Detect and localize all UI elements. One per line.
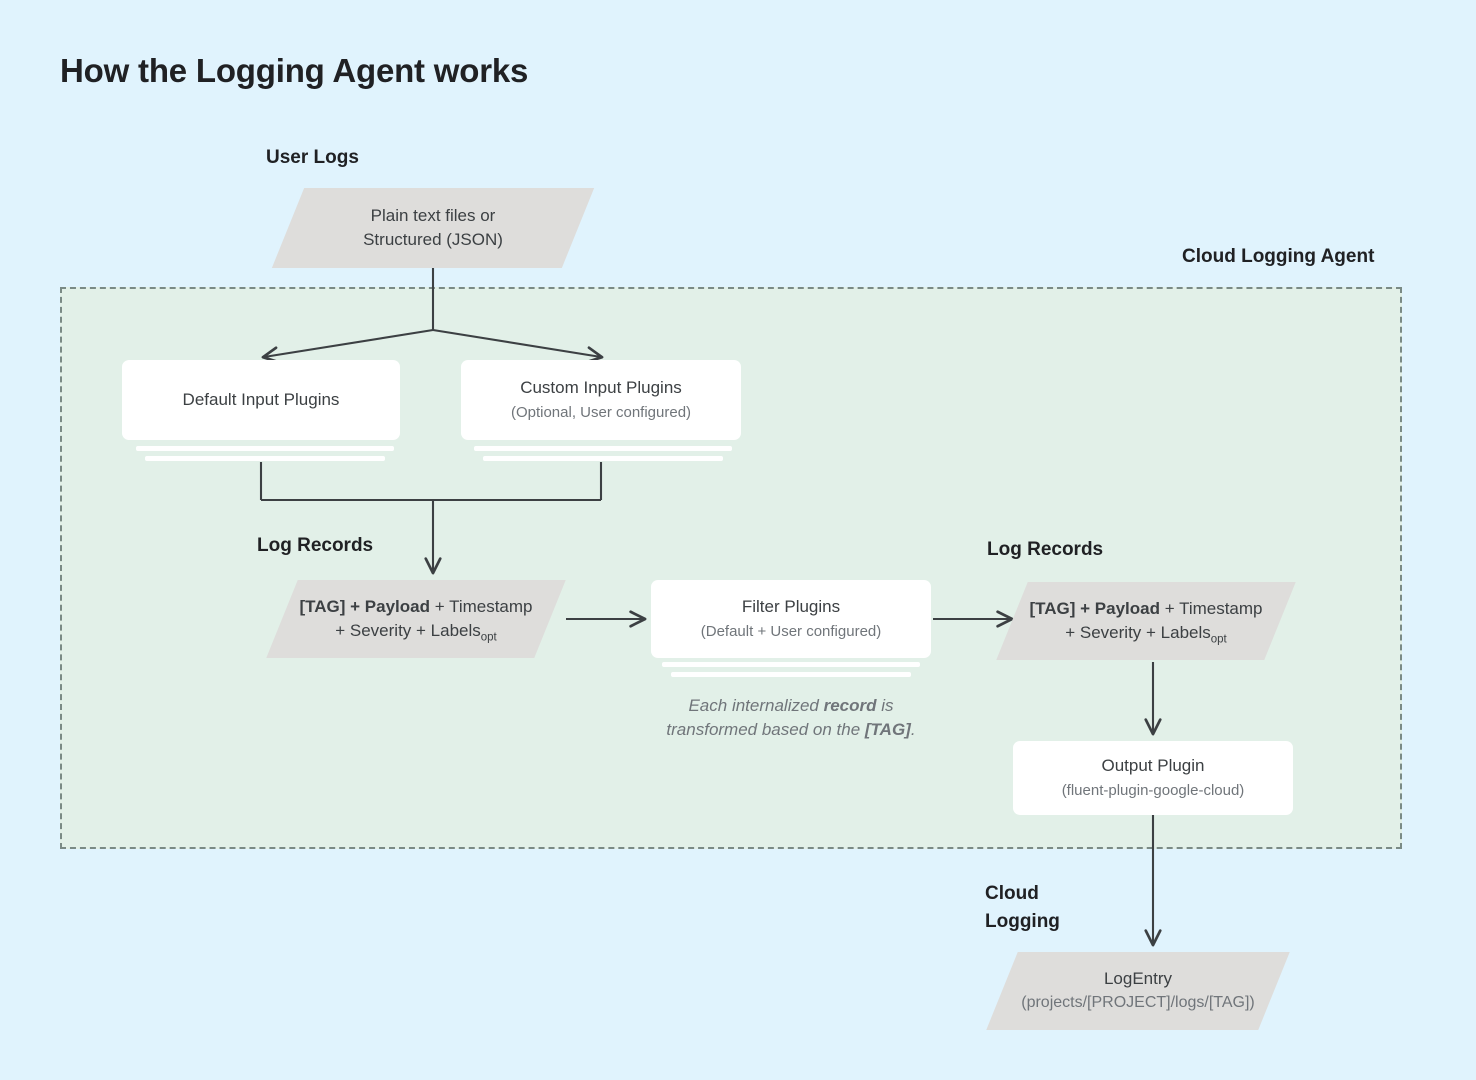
caption-part-e: . [910, 720, 916, 740]
card-custom-input-plugins[interactable]: Custom Input Plugins (Optional, User con… [461, 360, 741, 440]
card-custom-input-plugins-subtitle: (Optional, User configured) [510, 403, 692, 421]
card-filter-plugins-title: Filter Plugins [741, 597, 841, 617]
stack-sheet-custom-1 [474, 446, 732, 451]
shape-log-entry-text: LogEntry (projects/[PROJECT]/logs/[TAG]) [1021, 967, 1255, 1014]
log-record-left-line2: + Severity + Labels [335, 621, 481, 640]
stack-sheet-custom-2 [483, 456, 723, 461]
card-default-input-plugins-title: Default Input Plugins [182, 389, 340, 409]
card-filter-plugins-subtitle: (Default + User configured) [700, 622, 882, 640]
label-cloud-logging-agent: Cloud Logging Agent [1182, 246, 1375, 267]
shape-log-record-left: [TAG] + Payload + Timestamp + Severity + … [266, 580, 566, 658]
label-log-records-left: Log Records [257, 535, 374, 556]
label-log-records-right: Log Records [987, 539, 1104, 560]
stack-sheet-default-2 [145, 456, 385, 461]
card-default-input-plugins[interactable]: Default Input Plugins [122, 360, 400, 440]
shape-log-entry-title: LogEntry [1103, 969, 1173, 989]
stack-sheet-filter-2 [671, 672, 911, 677]
stack-sheet-filter-1 [662, 662, 920, 667]
card-custom-input-plugins-title: Custom Input Plugins [520, 378, 682, 398]
card-filter-plugins[interactable]: Filter Plugins (Default + User configure… [651, 580, 931, 658]
log-record-right-subscript: opt [1210, 633, 1227, 646]
log-record-left-strong: [TAG] + Payload [299, 596, 430, 616]
caption-part-c: is transformed based on the [666, 696, 894, 740]
card-output-plugin-title: Output Plugin [1101, 756, 1205, 776]
caption-part-a: Each internalized [688, 696, 824, 715]
log-record-right-rest: + Timestamp [1160, 598, 1263, 618]
log-record-left-subscript: opt [480, 631, 497, 644]
shape-log-entry: LogEntry (projects/[PROJECT]/logs/[TAG]) [986, 952, 1290, 1030]
caption-transform-note: Each internalized record is transformed … [636, 694, 946, 742]
card-output-plugin[interactable]: Output Plugin (fluent-plugin-google-clou… [1013, 741, 1293, 815]
shape-user-logs-text: Plain text files or Structured (JSON) [363, 205, 503, 249]
stack-sheet-default-1 [136, 446, 394, 451]
shape-user-logs-source: Plain text files or Structured (JSON) [271, 188, 595, 268]
label-user-logs: User Logs [266, 147, 359, 168]
shape-log-entry-subtitle: (projects/[PROJECT]/logs/[TAG]) [1021, 994, 1255, 1012]
page-title: How the Logging Agent works [60, 52, 529, 89]
shape-log-record-right: [TAG] + Payload + Timestamp + Severity + … [996, 582, 1296, 660]
caption-part-tag: [TAG] [864, 720, 911, 740]
shape-log-record-left-text: [TAG] + Payload + Timestamp + Severity + … [299, 595, 532, 643]
shape-log-record-right-text: [TAG] + Payload + Timestamp + Severity + … [1029, 597, 1262, 645]
caption-part-record: record [823, 696, 877, 715]
log-record-left-rest: + Timestamp [430, 596, 533, 616]
log-record-right-strong: [TAG] + Payload [1029, 598, 1160, 618]
card-output-plugin-subtitle: (fluent-plugin-google-cloud) [1061, 781, 1245, 799]
label-cloud-logging: Cloud Logging [985, 883, 1060, 932]
log-record-right-line2: + Severity + Labels [1065, 623, 1211, 642]
